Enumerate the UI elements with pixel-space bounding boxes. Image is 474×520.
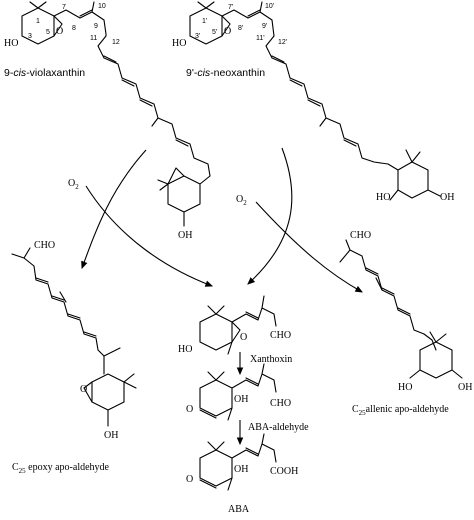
aba-aldehyde-structure: [199, 363, 277, 421]
c10-number: 10: [98, 3, 106, 10]
c3p-number: 3': [195, 33, 200, 40]
xanthoxin-structure: [199, 295, 277, 355]
neo-oh-lower-label: OH: [440, 192, 454, 203]
aba-aldehyde-name: ABA-aldehyde: [248, 422, 309, 433]
c25-allenic-name: C25allenic apo-aldehyde: [352, 404, 449, 417]
c9-number: 9: [94, 23, 98, 30]
aba-aldehyde-oh-label: OH: [234, 394, 248, 405]
epoxy-o-label: O: [56, 26, 63, 37]
neoxanthin-name: 9'-cis-neoxanthin: [186, 67, 265, 79]
epoxy-oh-label: OH: [104, 430, 118, 441]
xanthoxin-ho-label: HO: [178, 344, 192, 355]
xanthoxin-name: Xanthoxin: [250, 354, 292, 365]
c5p-number: 5': [212, 29, 217, 36]
c25-allenic-structure: [339, 239, 463, 379]
ho-label: HO: [4, 38, 18, 49]
aba-name: ABA: [228, 504, 250, 515]
c1-number: 1: [36, 18, 40, 25]
c1p-number: 1': [202, 18, 207, 25]
c8p-number: 8': [238, 25, 243, 32]
allenic-cho-label: CHO: [350, 230, 371, 241]
aba-o-label: O: [186, 474, 193, 485]
c10p-number: 10': [265, 3, 274, 10]
c5-number: 5: [46, 29, 50, 36]
c11p-number: 11': [256, 35, 265, 42]
cleavage-arrows: [81, 147, 363, 446]
c12p-number: 12': [278, 39, 287, 46]
xanthoxin-o-label: O: [240, 332, 247, 343]
c8-number: 8: [72, 25, 76, 32]
c7p-number: 7': [228, 4, 233, 11]
o2-right-label: O2: [236, 194, 247, 207]
violaxanthin-structure: [21, 1, 211, 227]
violaxanthin-name: 9-cis-violaxanthin: [4, 67, 85, 79]
aba-aldehyde-o-label: O: [186, 404, 193, 415]
aba-structure: [199, 433, 277, 491]
neo-epoxy-o-label: O: [224, 26, 231, 37]
c3-number: 3: [28, 33, 32, 40]
violaxanthin-oh-label: OH: [178, 230, 192, 241]
o2-left-label: O2: [68, 178, 79, 191]
allenic-ho-label: HO: [398, 382, 412, 393]
neo-ho-lower-label: HO: [376, 192, 390, 203]
neoxanthin-structure: [189, 1, 441, 201]
aba-oh-label: OH: [234, 464, 248, 475]
aba-aldehyde-cho-label: CHO: [270, 398, 291, 409]
aba-cooh-label: COOH: [270, 466, 298, 477]
c7-number: 7: [62, 4, 66, 11]
epoxy-cho-label: CHO: [34, 240, 55, 251]
c12-number: 12: [112, 39, 120, 46]
xanthoxin-cho-label: CHO: [270, 330, 291, 341]
epoxy-o-ring-label: O: [80, 384, 87, 395]
c11-number: 11: [90, 35, 97, 42]
c9p-number: 9': [262, 23, 267, 30]
c25-epoxy-structure: [11, 247, 137, 427]
neo-ho-label: HO: [172, 38, 186, 49]
c25-epoxy-name: C25 epoxy apo-aldehyde: [12, 462, 110, 475]
allenic-oh-label: OH: [458, 382, 472, 393]
